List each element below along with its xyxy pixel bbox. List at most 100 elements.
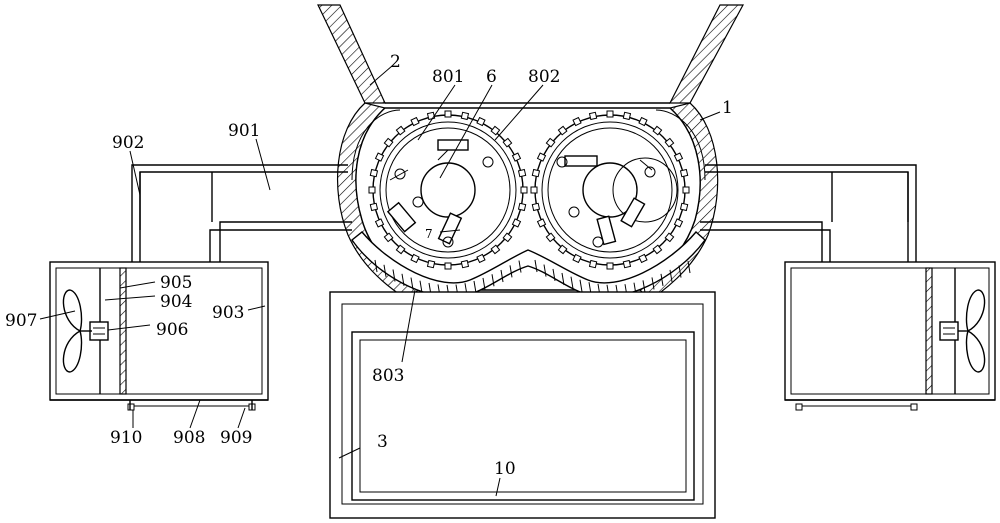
screen-tooth — [482, 277, 486, 291]
label-904: 904 — [160, 292, 192, 312]
hopper — [317, 4, 745, 104]
screen-tooth — [678, 265, 682, 278]
roller-tooth — [383, 137, 394, 148]
roller-tooth — [545, 232, 556, 243]
screen-tooth — [392, 269, 396, 282]
label-803: 803 — [372, 366, 404, 386]
label-907: 907 — [5, 311, 37, 331]
exhaust-pipe-left — [131, 164, 352, 262]
roller-tooth — [606, 262, 614, 270]
roller-tooth — [545, 137, 556, 148]
roller-tooth — [511, 218, 522, 228]
roller-tooth — [476, 116, 486, 127]
roller-tooth — [531, 202, 541, 212]
roller-tooth — [426, 259, 436, 269]
roller-tooth — [444, 110, 452, 118]
label-905: 905 — [160, 273, 192, 293]
roller-tooth — [673, 152, 684, 162]
label-902: 902 — [112, 133, 144, 153]
roller-tooth — [536, 152, 547, 162]
roller-tooth — [374, 152, 385, 162]
roller-tooth — [664, 137, 675, 148]
fan-left — [62, 289, 92, 373]
label-908: 908 — [173, 428, 205, 448]
label-906: 906 — [156, 320, 188, 340]
screen-tooth — [491, 274, 495, 287]
label-901: 901 — [228, 121, 260, 141]
roller-tooth — [679, 168, 689, 178]
screen-tooth — [570, 276, 574, 289]
roller-tooth — [502, 137, 513, 148]
screen-tooth — [687, 260, 691, 274]
blades — [386, 139, 656, 248]
screen-tooth — [660, 273, 664, 286]
label-909: 909 — [220, 428, 252, 448]
roller-tooth — [520, 186, 528, 194]
roller-tooth — [664, 232, 675, 243]
screen-tooth — [518, 260, 522, 273]
roller-tooth — [588, 259, 598, 269]
roller-tooth — [638, 253, 648, 264]
label-903: 903 — [212, 303, 244, 323]
roller-tooth — [410, 253, 420, 264]
roller-tooth — [638, 116, 648, 127]
roller-tooth — [606, 110, 614, 118]
reference-labels: 2 1 801 6 802 803 7 901 902 903 905 904 … — [5, 52, 733, 479]
dust-box-right — [784, 261, 996, 411]
label-10: 10 — [494, 459, 516, 479]
roller-tooth — [426, 111, 436, 121]
roller-tooth — [557, 125, 568, 136]
roller-tooth — [369, 202, 379, 212]
roller-tooth — [682, 186, 690, 194]
label-802: 802 — [528, 67, 560, 87]
roller-tooth — [460, 259, 470, 269]
roller-tooth — [511, 152, 522, 162]
screen-tooth — [561, 272, 565, 286]
screen-tooth — [410, 277, 414, 290]
roller-tooth — [530, 186, 538, 194]
screen-tooth — [383, 264, 387, 277]
roller-tooth — [410, 116, 420, 127]
screen-tooth — [500, 269, 504, 283]
roller-tooth — [517, 202, 527, 212]
roller-tooth — [536, 218, 547, 228]
roller-tooth — [444, 262, 452, 270]
roller-tooth — [679, 202, 689, 212]
roller-tooth — [557, 244, 568, 255]
roller-tooth — [476, 253, 486, 264]
roller-tooth — [572, 253, 582, 264]
screen-tooth — [669, 269, 673, 282]
label-801: 801 — [432, 67, 464, 87]
label-1: 1 — [722, 98, 733, 118]
roller-tooth — [368, 186, 376, 194]
roller-tooth — [460, 111, 470, 121]
screen-tooth — [543, 264, 547, 277]
roller-tooth — [502, 232, 513, 243]
roller-tooth — [572, 116, 582, 127]
roller-tooth — [517, 168, 527, 178]
label-2: 2 — [390, 52, 401, 72]
screen-tooth — [473, 280, 477, 294]
screen-tooth — [509, 265, 513, 278]
screen-tooth — [419, 280, 423, 293]
roller-tooth — [369, 168, 379, 178]
roller-tooth — [490, 125, 501, 136]
screen-tooth — [651, 277, 655, 290]
screen-tooth — [374, 259, 378, 273]
roller-tooth — [673, 218, 684, 228]
leader-lines — [39, 65, 721, 497]
roller-tooth — [652, 244, 663, 255]
screen-tooth — [642, 280, 646, 293]
roller-tooth — [383, 232, 394, 243]
roller-tooth — [490, 244, 501, 255]
collection-box — [329, 291, 716, 519]
roller-tooth — [652, 125, 663, 136]
roller-tooth — [622, 111, 632, 121]
fan-right — [958, 289, 986, 373]
roller-tooth — [622, 259, 632, 269]
roller-tooth — [374, 218, 385, 228]
screen-tooth — [401, 273, 405, 286]
roller-tooth — [395, 244, 406, 255]
